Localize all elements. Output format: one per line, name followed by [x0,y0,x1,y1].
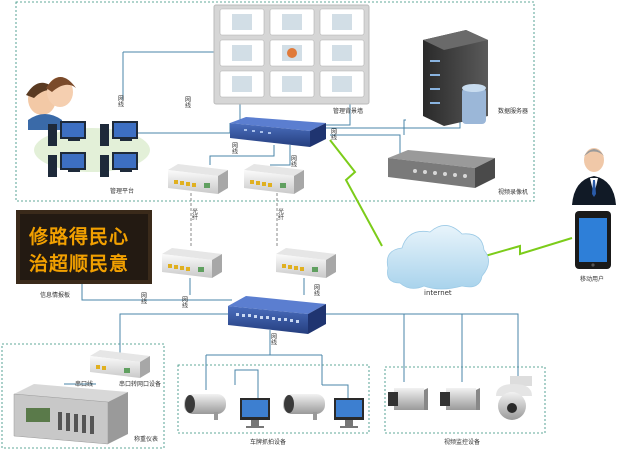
dome-camera-icon [496,376,532,420]
video-frame [384,366,546,434]
net-line-label: 网线 [330,128,337,140]
mgmt-label: 管理平台 [110,187,134,195]
serial-eth-label: 串口转网口设备 [119,380,161,388]
cloud-icon [386,225,489,290]
led-board-icon [16,210,152,284]
info-screen-label: 信息情报板 [40,291,70,299]
phone-icon [575,211,611,269]
net-line-label: 网线 [117,95,124,107]
person-icon [572,148,616,205]
wireless-link-2 [484,237,573,257]
plate-label: 车牌抓拍设备 [250,438,286,446]
nvr-icon [388,150,495,188]
bullet-camera-icon [184,394,226,420]
optic-line-label: 光纤 [277,207,284,221]
switch-icon [228,296,326,334]
fiber-converter-icon [162,248,222,278]
serial-label: 串口线 [75,380,93,388]
net-line-label: 网线 [231,142,238,154]
monitor-icon [334,398,364,428]
control-center-frame [15,1,535,202]
weigh-instrument-icon [13,384,128,445]
net-line-label: 网线 [313,284,320,296]
video-wall [213,4,370,105]
wireless-link-1 [329,139,383,247]
nvr-label: 视频录像机 [498,188,528,196]
fiber-converter-icon [244,164,304,194]
db-server-label: 数据服务器 [498,107,528,115]
bullet-camera-icon [388,388,428,410]
internet-label: internet [424,289,452,297]
weigh-label: 称重仪表 [134,435,158,443]
switch-icon [230,117,326,147]
net-line-label: 网线 [270,333,277,345]
video-label: 视频监控设备 [444,438,480,446]
optic-line-label: 光纤 [191,207,198,221]
weigh-frame [1,343,165,449]
bullet-camera-icon [440,388,480,410]
bullet-camera-icon [283,394,325,420]
plate-frame [177,364,370,434]
fiber-converter-icon [168,164,228,194]
fiber-converter-icon [276,248,336,278]
video-wall-label: 管理背景墙 [333,107,363,115]
network-lines [64,51,519,398]
mobile-label: 移动用户 [580,275,604,283]
line-labels: 网线 网线 网线 网线 网线 光纤 光纤 网线 网线 网线 网线 [117,95,337,345]
net-line-label: 网线 [184,96,191,108]
server-icon [423,30,488,126]
net-line-label: 网线 [181,296,188,308]
led-line-1: 修路得民心 [28,225,129,248]
monitor-icon [240,398,270,428]
net-line-label: 网线 [140,292,147,304]
net-line-label: 网线 [290,155,297,167]
computer-icon [48,121,138,177]
fiber-converter-icon [90,350,150,378]
led-line-2: 治超顺民意 [29,252,129,275]
fiber-lines [190,193,278,248]
